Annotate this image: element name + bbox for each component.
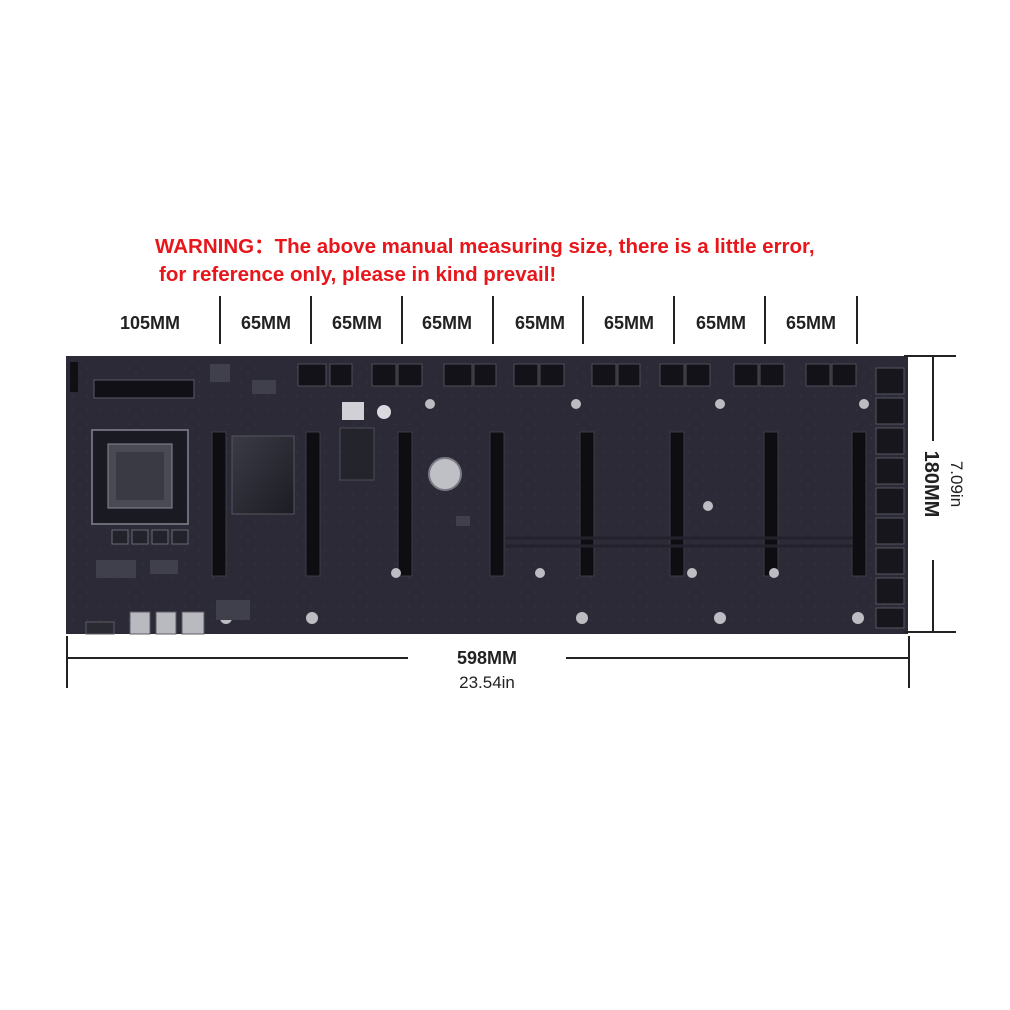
segment-label-slot-7: 65MM [785, 313, 836, 333]
mounting-holes [220, 399, 869, 624]
width-dim-mm: 598MM [456, 648, 518, 668]
width-dim-line-right [566, 657, 908, 659]
segment-tick [401, 296, 403, 344]
top-power-connectors [297, 363, 857, 387]
pcie-slots [211, 431, 867, 577]
segment-tick [673, 296, 675, 344]
height-dim-bottom-tick [904, 631, 956, 633]
memory-slot [93, 379, 195, 399]
height-dim-mm: 180MM [920, 450, 942, 518]
pcb-traces [506, 536, 852, 548]
width-dim-right-tick [908, 636, 910, 688]
segment-label-slot-3: 65MM [421, 313, 472, 333]
rear-io-ports [85, 611, 205, 635]
segment-tick [219, 296, 221, 344]
height-dim-line-bottom [932, 560, 934, 631]
warning-note: WARNING：The above manual measuring size,… [155, 233, 875, 289]
vrm-chokes [111, 529, 189, 545]
segment-tick [764, 296, 766, 344]
warning-line-1: WARNING：The above manual measuring size,… [155, 235, 815, 258]
cmos-battery [428, 457, 462, 491]
width-dim-line-left [68, 657, 408, 659]
segment-label-slot-2: 65MM [331, 313, 382, 333]
height-dim-top-tick [904, 355, 956, 357]
warning-line-2: for reference only, please in kind preva… [159, 263, 557, 286]
segment-label-slot-5: 65MM [603, 313, 654, 333]
right-connector-column [875, 367, 905, 629]
height-dim-line-top [932, 357, 934, 441]
segment-tick [582, 296, 584, 344]
chipset-heatsink [231, 435, 295, 515]
segment-tick [492, 296, 494, 344]
height-dim-inch: 7.09in [947, 460, 966, 508]
cpu-socket [91, 429, 189, 525]
segment-label-slot-1: 65MM [240, 313, 291, 333]
segment-tick [856, 296, 858, 344]
segment-label-cpu: 105MM [119, 313, 181, 333]
segment-tick [310, 296, 312, 344]
width-dim-left-tick [66, 636, 68, 688]
segment-label-slot-6: 65MM [695, 313, 746, 333]
width-dim-inch: 23.54in [459, 673, 515, 692]
segment-label-slot-4: 65MM [514, 313, 565, 333]
